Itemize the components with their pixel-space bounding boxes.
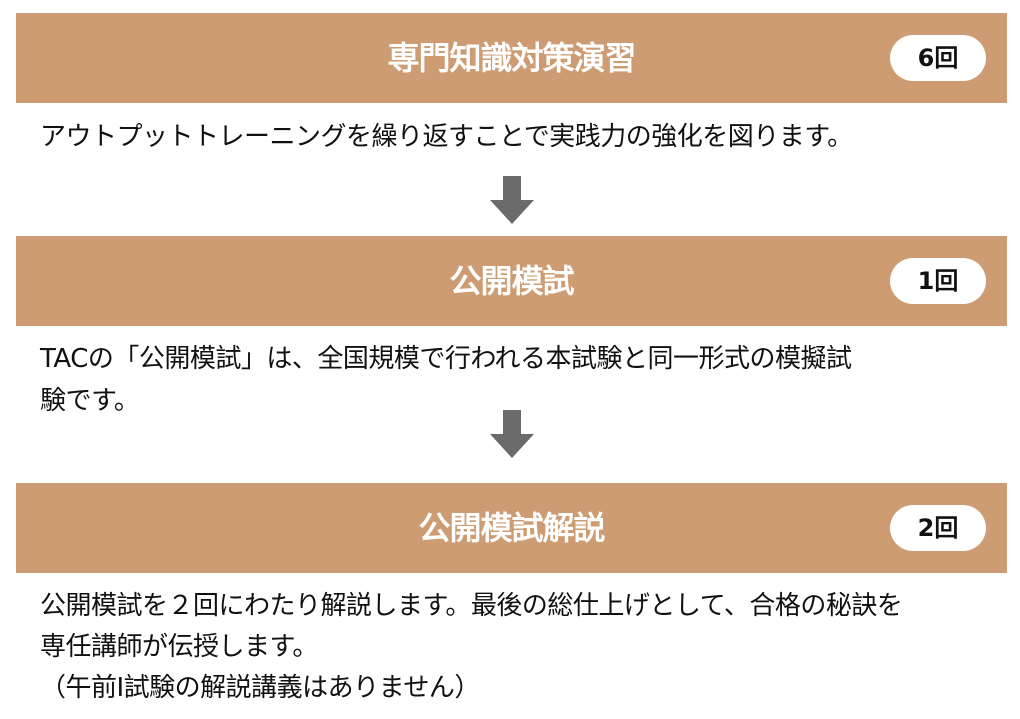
description-line: （午前Ⅰ試験の解説講義はありません） bbox=[40, 673, 480, 703]
description-line: アウトプットトレーニングを繰り返すことで実践力の強化を図ります。 bbox=[40, 122, 853, 152]
session-count-badge: 2回 bbox=[890, 505, 986, 551]
step-banner-3: 公開模試解説 2回 bbox=[16, 483, 1007, 573]
arrow-down-icon bbox=[490, 176, 534, 224]
arrow-down-icon bbox=[490, 410, 534, 458]
description-line: 験です。 bbox=[40, 386, 140, 416]
step-description: アウトプットトレーニングを繰り返すことで実践力の強化を図ります。 bbox=[40, 116, 1000, 158]
description-line: 公開模試を２回にわたり解説します。最後の総仕上げとして、合格の秘訣を bbox=[40, 591, 903, 621]
step-title: 公開模試 bbox=[449, 262, 574, 300]
step-description: TACの「公開模試」は、全国規模で行われる本試験と同一形式の模擬試 験です。 bbox=[40, 338, 1000, 422]
step-banner-1: 専門知識対策演習 6回 bbox=[16, 13, 1007, 103]
session-count-badge: 1回 bbox=[890, 258, 986, 304]
description-line: TACの「公開模試」は、全国規模で行われる本試験と同一形式の模擬試 bbox=[40, 344, 852, 374]
session-count-badge: 6回 bbox=[890, 35, 986, 81]
step-banner-2: 公開模試 1回 bbox=[16, 236, 1007, 326]
step-title: 専門知識対策演習 bbox=[387, 39, 636, 77]
step-description: 公開模試を２回にわたり解説します。最後の総仕上げとして、合格の秘訣を 専任講師が… bbox=[40, 586, 1000, 709]
step-title: 公開模試解説 bbox=[418, 509, 605, 547]
description-line: 専任講師が伝授します。 bbox=[40, 632, 318, 662]
